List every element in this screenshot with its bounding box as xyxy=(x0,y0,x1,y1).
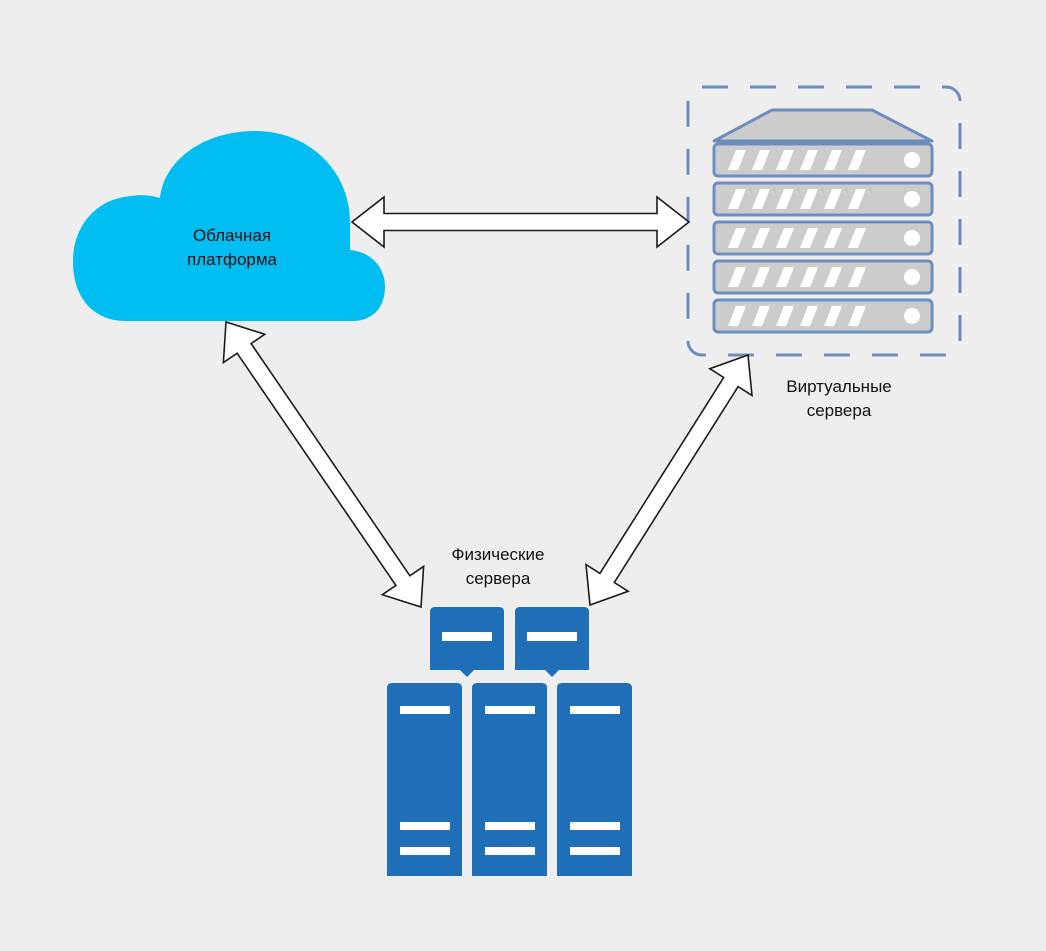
rack-unit-body xyxy=(712,298,934,334)
vent-slot xyxy=(824,306,842,326)
vent-slot xyxy=(728,306,746,326)
physical-servers-label-line-1: Физические xyxy=(451,545,545,564)
drive-bay xyxy=(527,632,577,641)
power-led-icon xyxy=(904,308,920,324)
vent-slot xyxy=(752,189,770,209)
vent-slot xyxy=(848,228,866,248)
drive-bay xyxy=(400,822,450,830)
vent-slot xyxy=(752,228,770,248)
server-top-body xyxy=(430,607,504,677)
vent-slot xyxy=(824,189,842,209)
power-led-icon xyxy=(904,191,920,207)
rack-unit-body xyxy=(712,142,934,178)
vent-slot xyxy=(728,189,746,209)
vent-slot xyxy=(800,228,818,248)
vent-slot xyxy=(752,267,770,287)
rack-unit xyxy=(712,259,934,295)
vent-slot xyxy=(824,228,842,248)
server-tower xyxy=(387,683,462,876)
drive-bay xyxy=(485,822,535,830)
rack-unit xyxy=(712,298,934,334)
drive-bay xyxy=(570,847,620,855)
server-tower-group-icon[interactable] xyxy=(387,607,632,876)
vent-slot xyxy=(728,228,746,248)
drive-bay xyxy=(442,632,492,641)
server-tower xyxy=(557,683,632,876)
vent-slot xyxy=(752,150,770,170)
vent-slot xyxy=(824,150,842,170)
drive-bay xyxy=(400,847,450,855)
virtual-servers-label-line-1: Виртуальные xyxy=(786,377,892,396)
drive-bay xyxy=(400,706,450,714)
vent-slot xyxy=(776,150,794,170)
cloud-label-line-2: платформа xyxy=(186,250,278,269)
rack-unit xyxy=(712,142,934,178)
rack-unit xyxy=(712,181,934,217)
server-tower xyxy=(472,683,547,876)
server-top-unit xyxy=(515,607,589,677)
vent-slot xyxy=(776,228,794,248)
vent-slot xyxy=(728,150,746,170)
power-led-icon xyxy=(904,230,920,246)
drive-bay xyxy=(570,706,620,714)
rack-unit xyxy=(712,220,934,256)
server-top-body xyxy=(515,607,589,677)
vent-slot xyxy=(776,189,794,209)
vent-slot xyxy=(800,150,818,170)
power-led-icon xyxy=(904,269,920,285)
drive-bay xyxy=(485,706,535,714)
vent-slot xyxy=(776,267,794,287)
physical-servers-label: Физические сервера xyxy=(428,543,568,591)
vent-slot xyxy=(800,267,818,287)
server-rack-icon[interactable] xyxy=(712,108,934,334)
vent-slot xyxy=(800,189,818,209)
cloud-label-line-1: Облачная xyxy=(192,226,272,245)
vent-slot xyxy=(800,306,818,326)
cloud-icon[interactable] xyxy=(73,131,385,321)
vent-slot xyxy=(848,189,866,209)
power-led-icon xyxy=(904,152,920,168)
cloud-label: Облачная платформа xyxy=(152,224,312,272)
vent-slot xyxy=(848,150,866,170)
vent-slot xyxy=(848,306,866,326)
virtual-servers-label: Виртуальные сервера xyxy=(759,375,919,423)
rack-top-cover xyxy=(712,108,934,143)
rack-unit-body xyxy=(712,181,934,217)
drive-bay xyxy=(485,847,535,855)
server-top-unit xyxy=(430,607,504,677)
physical-servers-label-line-2: сервера xyxy=(465,569,531,588)
vent-slot xyxy=(752,306,770,326)
double-arrow-virtual-physical[interactable] xyxy=(585,353,753,607)
rack-unit-body xyxy=(712,259,934,295)
double-arrow-cloud-physical[interactable] xyxy=(222,320,425,609)
vent-slot xyxy=(824,267,842,287)
vent-slot xyxy=(776,306,794,326)
virtual-servers-label-line-2: сервера xyxy=(806,401,872,420)
double-arrow-cloud-virtual[interactable] xyxy=(350,195,691,249)
rack-unit-body xyxy=(712,220,934,256)
vent-slot xyxy=(728,267,746,287)
vent-slot xyxy=(848,267,866,287)
drive-bay xyxy=(570,822,620,830)
